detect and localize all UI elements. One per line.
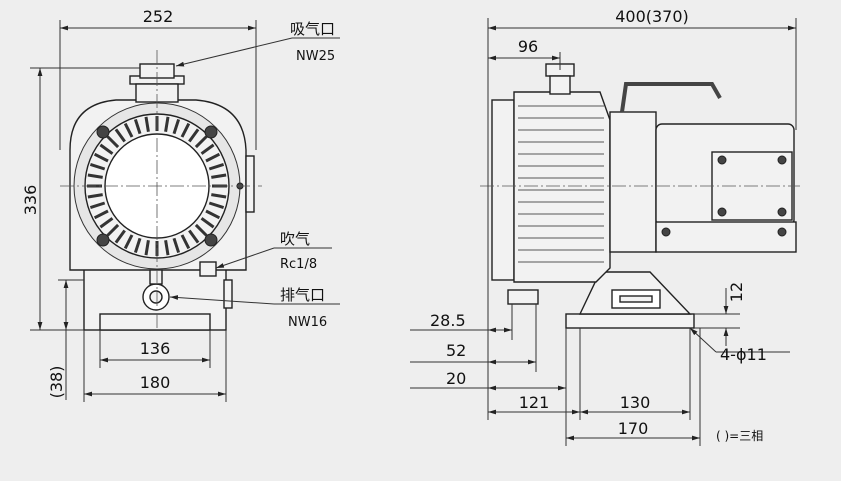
cooling-fin <box>87 173 103 179</box>
cooling-fin <box>123 234 134 250</box>
cooling-fin <box>194 135 208 149</box>
bolt <box>204 233 218 247</box>
dim-front-width: 252 <box>143 7 174 26</box>
nameplate-inner <box>619 295 653 303</box>
dim-inlet-offset: 96 <box>518 37 538 56</box>
label-exhaust: 排气口 <box>280 286 325 304</box>
screw <box>717 155 727 165</box>
bolt <box>204 125 218 139</box>
side-fins <box>518 105 604 263</box>
cooling-fin <box>164 116 170 132</box>
cooling-fin <box>114 229 126 244</box>
cooling-fin <box>93 152 109 163</box>
cooling-fin <box>194 223 208 237</box>
screw <box>777 227 787 237</box>
exhaust-neck <box>149 269 163 285</box>
dim-d1: 28.5 <box>430 311 466 330</box>
front-labels: 吸气口 NW25 吹气 Rc1/8 排气口 NW16 <box>169 20 340 330</box>
bolt <box>96 233 110 247</box>
cooling-fin <box>133 118 142 135</box>
cooling-fin <box>133 237 142 254</box>
dim-foot-height: 12 <box>727 282 746 302</box>
cooling-fin <box>106 135 120 149</box>
cooling-fin <box>211 193 227 199</box>
cooling-fin <box>208 201 225 210</box>
cooling-fin <box>180 122 191 138</box>
cooling-fin <box>205 152 221 163</box>
cooling-fin <box>200 143 215 155</box>
cooling-fin <box>188 128 200 143</box>
dim-d3: 20 <box>446 369 466 388</box>
dim-base-outer: 180 <box>140 373 171 392</box>
label-purge: 吹气 <box>280 230 310 248</box>
front-base-foot <box>99 313 211 331</box>
cooling-fin <box>208 162 225 171</box>
bolt <box>96 125 110 139</box>
dim-side-length: 400(370) <box>615 7 689 26</box>
cooling-fin <box>205 209 221 220</box>
cooling-fin <box>180 234 191 250</box>
carry-handle <box>620 82 722 113</box>
side-front-cover <box>491 99 515 281</box>
dim-holes: 4-ϕ11 <box>720 345 767 364</box>
cooling-fin <box>87 193 103 199</box>
dim-base-inner: 136 <box>140 339 171 358</box>
side-dimensions: 400(370) 96 28.5 52 20 121 130 170 <box>410 7 797 446</box>
screw <box>661 227 671 237</box>
front-base-side <box>223 279 233 309</box>
cooling-fin <box>164 240 170 256</box>
dim-d2: 52 <box>446 341 466 360</box>
cooling-fin <box>172 237 181 254</box>
cooling-fin <box>172 118 181 135</box>
front-dimensions: 252 336 (38) 136 180 <box>21 7 257 402</box>
side-exhaust-fitting <box>507 289 539 305</box>
label-purge-spec: Rc1/8 <box>280 257 317 272</box>
dim-d5: 130 <box>620 393 651 412</box>
cooling-fin <box>99 217 114 229</box>
cooling-fin <box>188 229 200 244</box>
cooling-fin <box>89 162 106 171</box>
side-base-plate <box>565 313 695 329</box>
side-coupling <box>609 111 657 253</box>
dim-d6: 170 <box>618 419 649 438</box>
cooling-fin <box>99 143 114 155</box>
screw <box>777 155 787 165</box>
legend-three-phase: ( )=三相 <box>716 429 763 443</box>
dim-front-height: 336 <box>21 185 40 216</box>
cooling-fin <box>144 240 150 256</box>
purge-fitting <box>199 261 217 277</box>
cooling-fin <box>89 201 106 210</box>
dim-base-height: (38) <box>47 366 66 399</box>
screw <box>777 207 787 217</box>
cooling-fin <box>106 223 120 237</box>
label-exhaust-spec: NW16 <box>288 315 327 330</box>
side-view <box>480 63 800 329</box>
exhaust-port-inner <box>149 290 163 304</box>
dim-d4: 121 <box>519 393 550 412</box>
label-intake: 吸气口 <box>290 20 335 38</box>
cooling-fin <box>144 116 150 132</box>
cooling-fin <box>200 217 215 229</box>
cooling-fin <box>114 128 126 143</box>
side-intake-neck <box>549 75 571 95</box>
cooling-fin <box>211 173 227 179</box>
screw <box>717 207 727 217</box>
cooling-fin <box>123 122 134 138</box>
front-view <box>60 50 262 331</box>
cooling-fin <box>93 209 109 220</box>
label-intake-spec: NW25 <box>296 49 335 64</box>
motor-lower <box>655 221 797 253</box>
side-housing <box>513 91 611 283</box>
front-side-lug <box>245 155 255 213</box>
